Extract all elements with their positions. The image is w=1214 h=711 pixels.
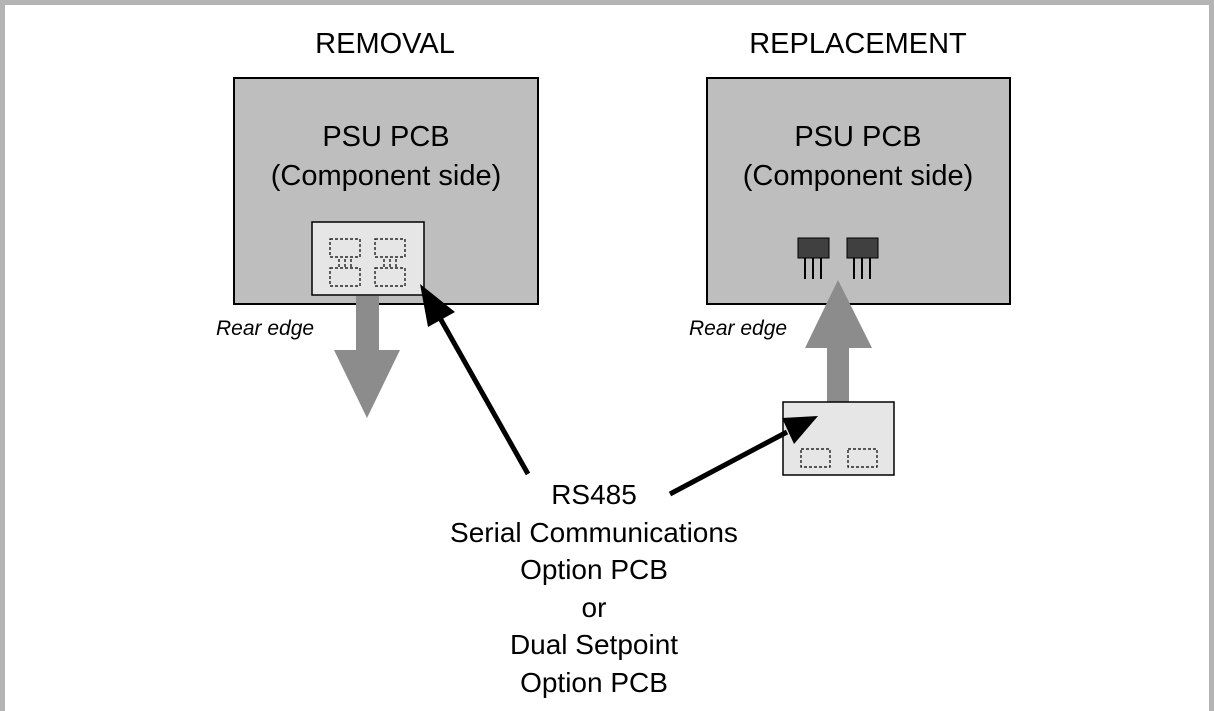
replacement-rear-edge-label: Rear edge [689, 317, 787, 340]
frame-left-edge [0, 0, 5, 711]
replacement-option-board [782, 401, 895, 476]
removal-footprint-left-bottom [329, 267, 361, 287]
removal-direction-arrow [334, 296, 400, 418]
replacement-connectors [797, 237, 879, 279]
removal-footprint-right-bottom [374, 267, 406, 287]
caption-line-1: RS485 [551, 479, 637, 510]
pointer-arrows [420, 284, 818, 497]
caption-line-5: Dual Setpoint [510, 629, 678, 660]
option-pcb-caption: RS485 Serial Communications Option PCB o… [450, 479, 738, 698]
replacement-footprint-right [847, 448, 878, 468]
removal-footprint-left-top [329, 238, 361, 258]
replacement-connector-left-pin [812, 258, 814, 279]
removal-board-title: PSU PCB [322, 121, 449, 153]
caption-line-6: Option PCB [520, 667, 668, 698]
pointer-arrow-to-removal-head [420, 284, 455, 327]
replacement-connector-right-pin [853, 258, 855, 279]
replacement-connector-right-pin [861, 258, 863, 279]
replacement-board-subtitle: (Component side) [743, 160, 974, 192]
removal-option-footprints [329, 238, 406, 287]
removal-footprint-right-top [374, 238, 406, 258]
pointer-arrow-to-replacement-head [782, 416, 818, 444]
replacement-heading: REPLACEMENT [749, 28, 967, 60]
replacement-psu-board [706, 77, 1011, 305]
removal-panel: REMOVAL PSU PCB (Component side) Rear ed… [216, 28, 539, 418]
pointer-arrow-to-replacement-line [668, 429, 789, 497]
removal-option-board [311, 221, 425, 296]
replacement-board-title: PSU PCB [794, 121, 921, 153]
frame-top-edge [0, 0, 1214, 5]
replacement-connector-left-pin [820, 258, 822, 279]
replacement-connector-right-pin [869, 258, 871, 279]
replacement-footprint-left [800, 448, 831, 468]
frame-right-edge [1209, 0, 1214, 711]
pointer-arrow-to-removal-line [437, 316, 531, 476]
removal-board-subtitle: (Component side) [271, 160, 502, 192]
replacement-connector-right-body [846, 237, 879, 259]
removal-heading: REMOVAL [315, 28, 455, 60]
replacement-connector-left-pin [804, 258, 806, 279]
replacement-option-footprints [800, 448, 878, 468]
replacement-direction-arrow [805, 280, 872, 405]
caption-line-2: Serial Communications [450, 517, 738, 548]
caption-line-4: or [582, 592, 607, 623]
replacement-connector-left-body [797, 237, 830, 259]
removal-rear-edge-label: Rear edge [216, 317, 314, 340]
replacement-panel: REPLACEMENT PSU PCB (Component side) Rea… [689, 28, 1011, 476]
caption-line-3: Option PCB [520, 554, 668, 585]
